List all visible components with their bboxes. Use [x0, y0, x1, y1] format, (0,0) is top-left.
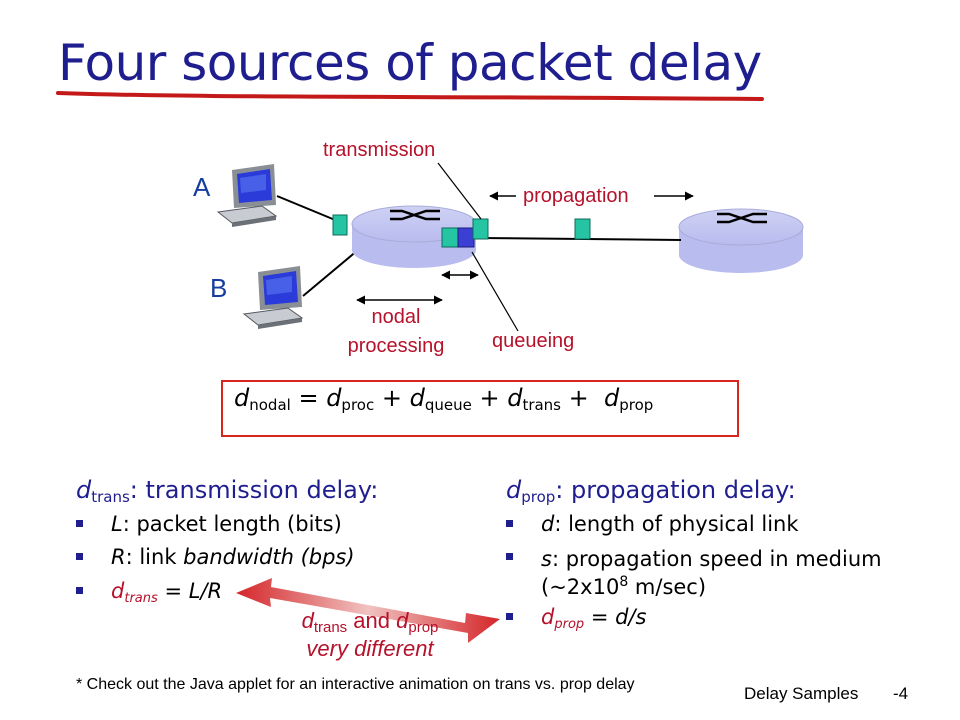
title-underline — [56, 91, 764, 101]
queueing-label: queueing — [492, 330, 575, 352]
bullet-marker — [76, 553, 83, 560]
host-b-label: B — [210, 273, 228, 303]
propagation-delay-heading: dprop: propagation delay: — [506, 476, 796, 506]
link-b — [302, 249, 359, 297]
transmission-label: transmission — [323, 139, 436, 161]
transmission-pointer — [437, 162, 482, 220]
bullet-prop-formula: dprop = d/s — [541, 605, 647, 632]
footnote: * Check out the Java applet for an inter… — [76, 676, 635, 693]
bullet-marker — [506, 613, 513, 620]
packet — [472, 218, 489, 240]
bullet-packet-length: L: packet length (bits) — [111, 512, 342, 536]
packet — [457, 227, 475, 248]
packet — [441, 227, 459, 248]
bullet-propagation-speed: s: propagation speed in medium (~2x108 m… — [541, 547, 882, 599]
packet — [332, 214, 348, 236]
bullet-trans-formula: dtrans = L/R — [111, 579, 223, 606]
formula-box — [221, 380, 739, 437]
footer-page-number: -4 — [893, 684, 909, 703]
compare-arrow — [236, 578, 500, 643]
router-right-icon — [678, 208, 804, 273]
link-a — [276, 195, 341, 223]
computer-b-icon — [242, 266, 304, 329]
bullet-marker — [506, 520, 513, 527]
packet — [574, 218, 591, 240]
nodal-label: nodal — [371, 306, 421, 328]
processing-label: processing — [347, 335, 445, 357]
queueing-pointer — [471, 251, 519, 332]
very-different-label: dtrans and dprop very different — [301, 608, 439, 661]
nodal-processing-label: nodal processing — [340, 303, 452, 361]
nodal-delay-formula: dnodal = dproc + dqueue + dtrans + dprop — [234, 384, 654, 414]
transmission-delay-heading: dtrans: transmission delay: — [76, 476, 379, 506]
bullet-marker — [506, 553, 513, 560]
bullet-bandwidth: R: link bandwidth (bps) — [111, 545, 355, 569]
bullet-marker — [76, 520, 83, 527]
page-title: Four sources of packet delay — [58, 34, 762, 92]
host-a-label: A — [193, 172, 211, 202]
propagation-label: propagation — [523, 185, 629, 207]
computer-a-icon — [216, 164, 278, 227]
bullet-link-length: d: length of physical link — [541, 512, 799, 536]
bullet-marker — [76, 587, 83, 594]
footer-section-name: Delay Samples — [744, 684, 859, 703]
